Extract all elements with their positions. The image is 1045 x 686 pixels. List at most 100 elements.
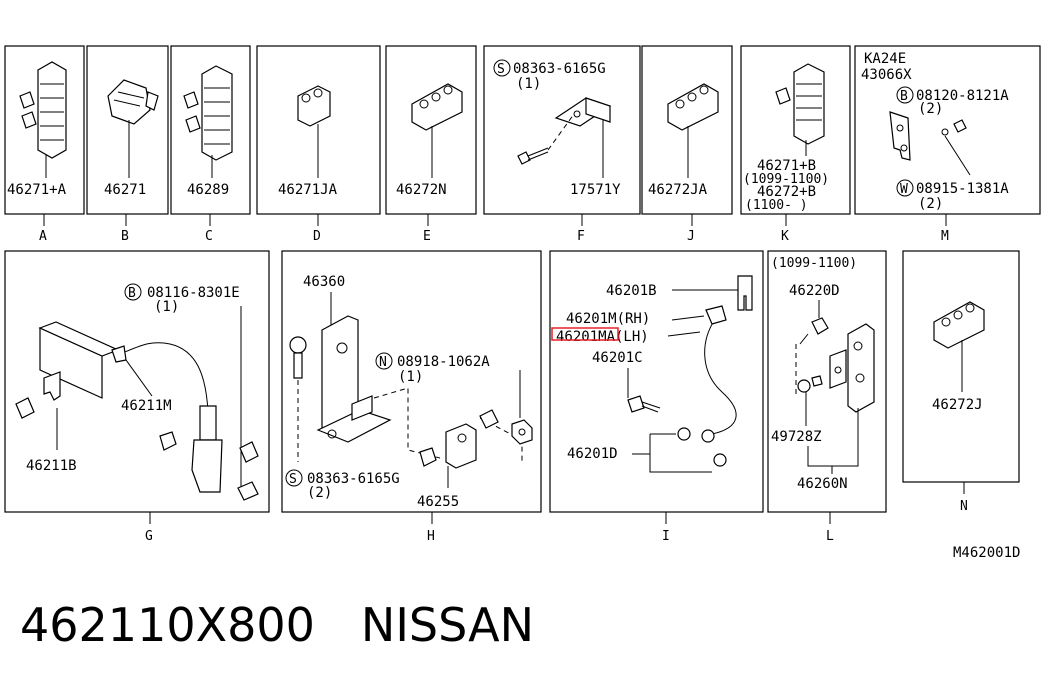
section-k[interactable]: 46271+B (1099-1100) 46272+B (1100- ) K (740, 45, 851, 244)
part-46272ja: 46272JA (648, 182, 708, 198)
bolt-qty-g: (1) (154, 299, 179, 315)
brake-hose-g-icon (111, 342, 223, 493)
bolts-h-icon (419, 409, 499, 467)
hose-46211m: 46211M (121, 398, 172, 414)
bolt-i-icon (627, 395, 661, 413)
section-h[interactable]: 46360 N 08918-1062A (1) (281, 250, 542, 544)
bracket-h-icon (316, 315, 392, 443)
section-j[interactable]: 46272JA J (641, 45, 733, 244)
section-n[interactable]: 46272J N (902, 250, 1020, 514)
screw-l-top-icon (799, 317, 829, 345)
part-46271ja: 46271JA (278, 182, 338, 198)
screw-l-icon (797, 375, 823, 393)
nut-08918-1062a: 08918-1062A (397, 354, 490, 370)
part-17571y: 17571Y (570, 182, 621, 198)
section-a[interactable]: 46271+A A (4, 45, 85, 244)
screw-h-icon (289, 336, 307, 379)
section-g[interactable]: B 08116-8301E (1) 46211M 46211B G (4, 250, 270, 544)
clip-46201b: 46201B (606, 283, 657, 299)
part-46271-b: 46271+B (757, 158, 816, 174)
engine-ka24e: KA24E (864, 51, 906, 67)
clip-e-icon (411, 83, 463, 131)
screw-prefix-s: S (289, 472, 297, 487)
bolt-g-icons (15, 397, 259, 501)
section-letter-e: E (423, 229, 431, 244)
range-1100: (1100- ) (745, 198, 808, 213)
washer-prefix-w: W (900, 182, 908, 197)
section-c[interactable]: 46289 C (170, 45, 251, 244)
assembly-46260n: 46260N (797, 476, 848, 492)
section-letter-l: L (826, 529, 834, 544)
part-46271-a: 46271+A (7, 182, 67, 198)
bolt-qty-m: (2) (918, 101, 943, 117)
screw-08363-6165g: 08363-6165G (307, 471, 400, 487)
section-m[interactable]: KA24E 43066X B 08120-8121A (2) W 08915-1… (854, 45, 1041, 244)
footer-brand: NISSAN (360, 598, 535, 652)
connector-46220d: 46220D (789, 283, 840, 299)
bolt-46201c: 46201C (592, 350, 643, 366)
section-d[interactable]: 46271JA D (256, 45, 381, 244)
section-letter-a: A (39, 229, 47, 244)
section-letter-d: D (313, 229, 321, 244)
section-letter-g: G (145, 529, 153, 544)
section-letter-i: I (662, 529, 670, 544)
section-b[interactable]: 46271 B (86, 45, 169, 244)
part-46272-b: 46272+B (757, 184, 816, 200)
section-letter-c: C (205, 229, 213, 244)
clamp-h-icon (445, 423, 477, 469)
part-46271: 46271 (104, 182, 146, 198)
bracket-f-icon (554, 97, 612, 127)
bolt-08363-6165g: 08363-6165G (513, 61, 606, 77)
section-letter-h: H (427, 529, 435, 544)
section-e[interactable]: 46272N E (385, 45, 477, 244)
section-f[interactable]: S 08363-6165G (1) 17571Y F (483, 45, 641, 244)
gasket-46201d: 46201D (567, 446, 618, 462)
connector-l-icon (829, 323, 875, 413)
clip-n-icon (933, 301, 985, 349)
highlight-box (551, 327, 619, 341)
frame-rail-icon (38, 321, 120, 401)
section-letter-f: F (577, 229, 585, 244)
part-46289: 46289 (187, 182, 229, 198)
bolt-prefix-b-g: B (128, 286, 136, 301)
hose-46201m-rh: 46201M(RH) (566, 311, 650, 327)
bolt-08120-8121a: 08120-8121A (916, 88, 1009, 104)
bolt-m-icon (941, 119, 967, 136)
footer-title: 462110X800 NISSAN (20, 598, 580, 652)
clip-j-icon (667, 83, 719, 131)
section-letter-k: K (781, 229, 789, 244)
section-letter-j: J (687, 229, 695, 244)
bolt-qty: (1) (516, 76, 541, 92)
bracket-46211b: 46211B (26, 458, 77, 474)
clip-a-icon (19, 61, 67, 159)
bolt-f-icon (517, 147, 549, 165)
nut-qty: (1) (398, 369, 423, 385)
bolt-prefix-s: S (497, 62, 505, 77)
clamp-46255: 46255 (417, 494, 459, 510)
bracket-46360: 46360 (303, 274, 345, 290)
part-46272n: 46272N (396, 182, 447, 198)
bolt-prefix-b: B (900, 89, 908, 104)
section-letter-m: M (941, 229, 949, 244)
section-i[interactable]: 46201B 46201M(RH) 46201MA(LH) 46201C 462… (549, 250, 764, 544)
section-letter-b: B (121, 229, 129, 244)
washer-08915-1381a: 08915-1381A (916, 181, 1009, 197)
brake-hose-i-icon (701, 305, 737, 443)
clip-46272j: 46272J (932, 397, 983, 413)
clip-k-icon (775, 63, 825, 145)
section-letter-n: N (960, 499, 968, 514)
range-1099-1100: (1099-1100) (743, 172, 829, 187)
part-43066x: 43066X (861, 67, 912, 83)
clip-d-icon (297, 85, 331, 127)
clip-c-icon (183, 65, 233, 161)
clip-i-icon (737, 275, 753, 311)
washer-qty: (2) (918, 196, 943, 212)
bolt-08116-8301e: 08116-8301E (147, 285, 240, 301)
footer-part-number: 462110X800 (20, 598, 315, 652)
section-l[interactable]: (1099-1100) 46220D 49728Z 46260N L (767, 250, 887, 544)
diagram-code: M462001D (953, 545, 1020, 561)
screw-qty-h: (2) (307, 485, 332, 501)
nut-h-icon (511, 419, 533, 445)
hose-46201ma-lh: 46201MA(LH) (556, 329, 649, 345)
